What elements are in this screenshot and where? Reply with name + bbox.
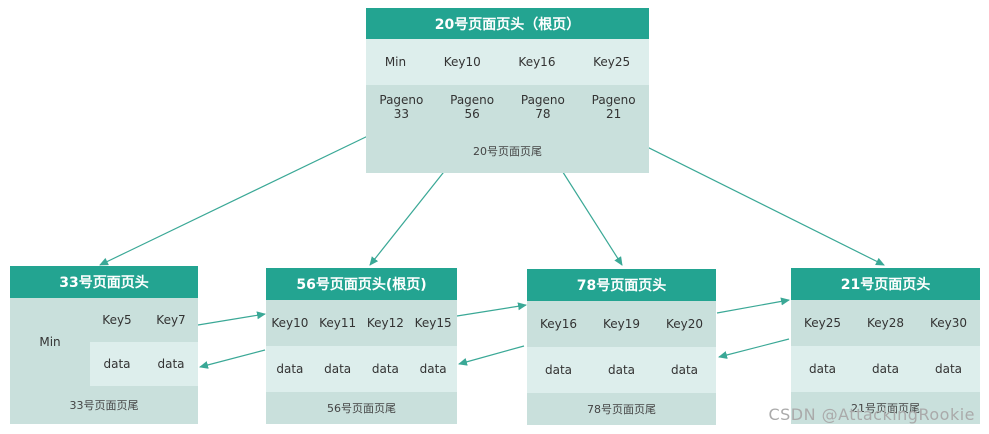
leaf-page-56: 56号页面页头(根页) Key10 Key11 Key12 Key15 data… [266, 268, 457, 424]
data-cell: data [670, 363, 699, 377]
key-cell: Key10 [271, 316, 309, 330]
key-cell: Key11 [319, 316, 357, 330]
page-header: 33号页面页头 [10, 266, 198, 298]
leaf-page-21: 21号页面页头 Key25 Key28 Key30 data data data… [791, 268, 980, 424]
data-cell: data [808, 362, 837, 376]
page-body: Min Key5 Key7 data data [10, 298, 198, 386]
page-header: 56号页面页头(根页) [266, 268, 457, 300]
key-row: Min Key10 Key16 Key25 [366, 39, 649, 85]
data-cell: data [103, 357, 131, 371]
prev-arrow-78-56 [458, 345, 525, 366]
key-cell: Key28 [866, 316, 905, 330]
data-cell: data [934, 362, 963, 376]
prev-arrow-56-33 [199, 349, 266, 369]
pointer-arrow-21 [616, 131, 885, 266]
key-cell: Key12 [366, 316, 404, 330]
root-page-20: 20号页面页头（根页） Min Key10 Key16 Key25 Pageno… [366, 8, 649, 173]
next-arrow-33-56 [197, 311, 266, 326]
page-header: 78号页面页头 [527, 269, 716, 301]
key-cell: Key25 [803, 316, 842, 330]
data-row: data data data data [266, 346, 457, 392]
page-header: 20号页面页头（根页） [366, 8, 649, 39]
leaf-page-33: 33号页面页头 Min Key5 Key7 data data 33号页面页尾 [10, 266, 198, 424]
min-cell: Min [10, 298, 90, 386]
page-header: 21号页面页头 [791, 268, 980, 300]
data-cell: data [371, 362, 399, 376]
key-cell: Key15 [414, 316, 452, 330]
data-row: data data data [527, 347, 716, 393]
data-cell: data [157, 357, 185, 371]
key-cell: Key19 [602, 317, 641, 331]
page-footer: 21号页面页尾 [791, 392, 980, 424]
key-cell: Key16 [518, 55, 556, 69]
key-cell: Key16 [539, 317, 578, 331]
pointer-arrow-33 [99, 133, 373, 266]
key-cell: Key7 [156, 313, 186, 327]
key-row: Key16 Key19 Key20 [527, 301, 716, 347]
next-arrow-78-21 [716, 297, 790, 314]
watermark-text: CSDN @AttackingRookie [768, 405, 975, 424]
min-label: Min [39, 335, 61, 349]
key-cell: Key10 [443, 55, 481, 69]
key-cell: Key25 [593, 55, 631, 69]
data-cell: data [544, 363, 573, 377]
data-cell: data [607, 363, 636, 377]
data-cell: data [324, 362, 352, 376]
page-footer: 20号页面页尾 [366, 129, 649, 173]
key-cell: Key30 [929, 316, 968, 330]
prev-arrow-21-78 [718, 338, 790, 359]
key-cell: Key5 [102, 313, 132, 327]
data-row: data data [90, 342, 198, 386]
key-row: Key25 Key28 Key30 [791, 300, 980, 346]
next-arrow-56-78 [456, 302, 527, 317]
data-cell: data [276, 362, 304, 376]
key-cell: Min [384, 55, 407, 69]
data-cell: data [871, 362, 900, 376]
data-cell: data [419, 362, 447, 376]
key-cell: Key20 [665, 317, 704, 331]
page-footer: 33号页面页尾 [10, 386, 198, 424]
page-footer: 78号页面页尾 [527, 393, 716, 425]
page-footer: 56号页面页尾 [266, 392, 457, 424]
key-row: Key10 Key11 Key12 Key15 [266, 300, 457, 346]
key-row: Key5 Key7 [90, 298, 198, 342]
leaf-page-78: 78号页面页头 Key16 Key19 Key20 data data data… [527, 269, 716, 425]
data-row: data data data [791, 346, 980, 392]
